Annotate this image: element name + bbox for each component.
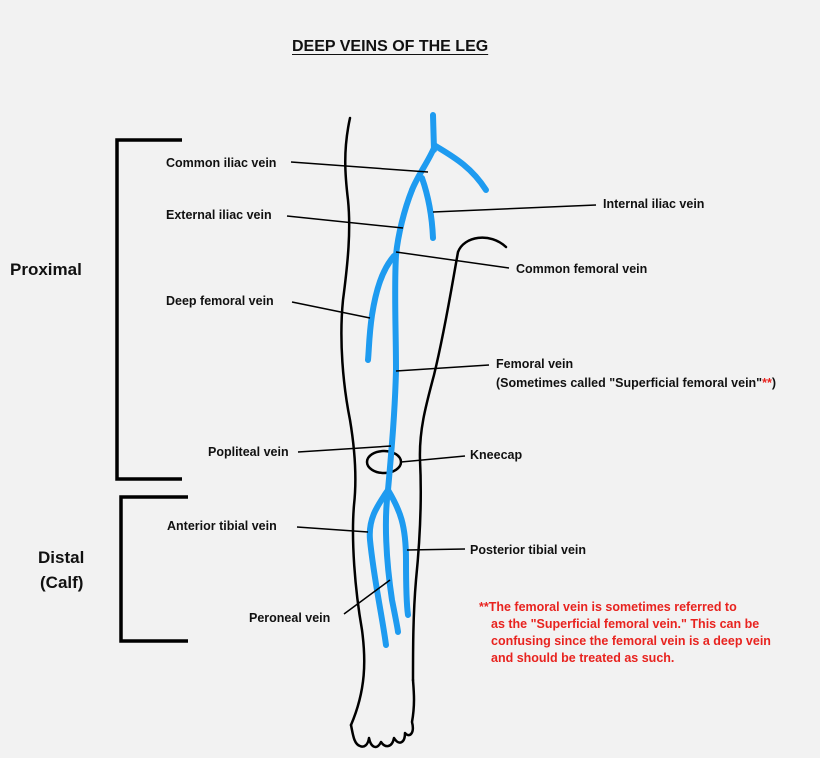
kneecap-label: Kneecap [470, 448, 523, 462]
common-iliac-lower-path [409, 145, 437, 193]
leader-kneecap [400, 455, 466, 463]
diagram-title: DEEP VEINS OF THE LEG [292, 38, 489, 55]
footnote-line-4: and should be treated as such. [491, 651, 675, 665]
femoral-alt-name-label: (Sometimes called "Superficial femoral v… [496, 376, 776, 391]
footnote-line-3: confusing since the femoral vein is a de… [491, 634, 771, 648]
peroneal-vein-path [382, 487, 401, 635]
common-femoral-label: Common femoral vein [516, 262, 648, 276]
common-iliac-label: Common iliac vein [166, 156, 277, 170]
contralateral-iliac-path [431, 142, 489, 193]
femoral-alt-name-text: (Sometimes called "Superficial femoral v… [496, 376, 763, 390]
femoral-label: Femoral vein [496, 357, 574, 371]
kneecap-ellipse [365, 449, 403, 475]
vein-network [365, 112, 489, 648]
calf-label: (Calf) [40, 573, 84, 592]
distal-label: Distal [38, 548, 85, 567]
leader-posterior-tibial [406, 548, 466, 551]
leader-lines [286, 161, 597, 615]
footnote-line-1: **The femoral vein is sometimes referred… [479, 600, 737, 614]
internal-iliac-label: Internal iliac vein [603, 197, 705, 211]
leader-common-iliac [290, 161, 429, 173]
popliteal-label: Popliteal vein [208, 445, 289, 459]
proximal-label: Proximal [10, 260, 82, 279]
leader-popliteal [297, 445, 392, 453]
leader-femoral [395, 364, 490, 372]
leader-peroneal [343, 579, 391, 615]
footnote: **The femoral vein is sometimes referred… [479, 599, 819, 667]
anterior-tibial-vein-path [366, 487, 391, 648]
external-iliac-label: External iliac vein [166, 208, 272, 222]
posterior-tibial-label: Posterior tibial vein [470, 543, 587, 557]
leader-anterior-tibial [296, 526, 369, 533]
leader-internal-iliac [432, 204, 597, 213]
femoral-close-paren: ) [771, 376, 777, 390]
footnote-line-2: as the "Superficial femoral vein." This … [491, 617, 760, 631]
femoral-trunk-path [385, 187, 415, 493]
anterior-tibial-label: Anterior tibial vein [167, 519, 277, 533]
leader-common-femoral [395, 251, 510, 269]
internal-iliac-vein-path [419, 175, 436, 241]
peroneal-label: Peroneal vein [249, 611, 331, 625]
proximal-bracket [115, 138, 182, 481]
deep-femoral-label: Deep femoral vein [166, 294, 274, 308]
deep-femoral-vein-path [365, 253, 397, 363]
distal-bracket [119, 495, 188, 643]
posterior-tibial-vein-path [385, 487, 411, 618]
leader-deep-femoral [291, 301, 371, 319]
leader-external-iliac [286, 215, 404, 229]
femoral-asterisks: ** [762, 376, 772, 390]
